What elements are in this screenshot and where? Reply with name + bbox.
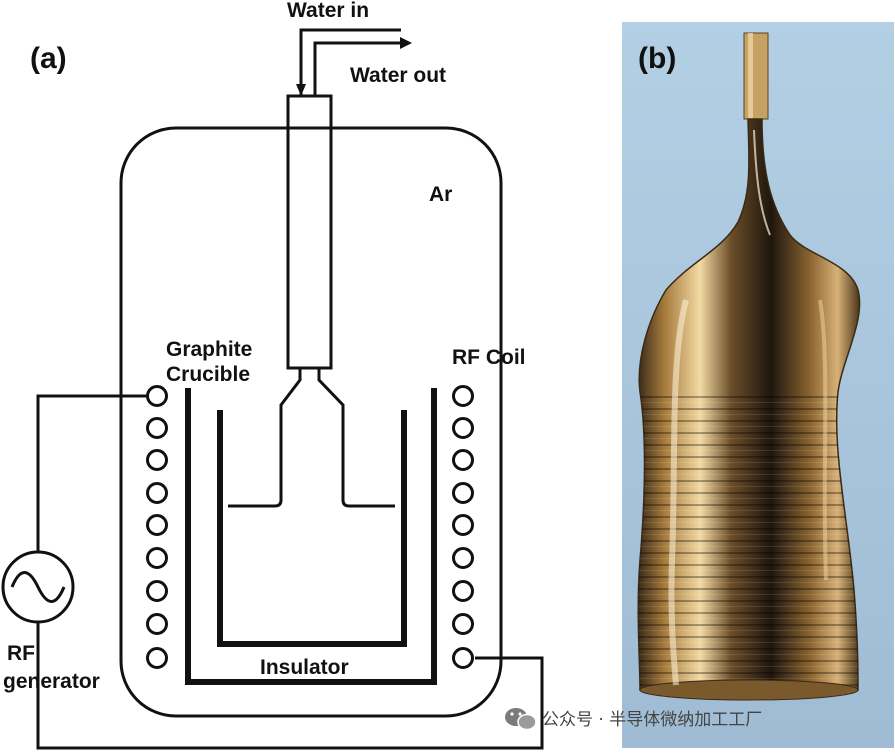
coil-turn (146, 482, 168, 504)
coil-turn (452, 417, 474, 439)
rf-generator-label-line1: RF (7, 642, 35, 665)
rf-generator-label-line2: generator (3, 670, 100, 693)
pull-shaft (286, 94, 333, 370)
rf-lead-top (36, 394, 148, 552)
water-in-pipe (299, 28, 401, 96)
ar-label: Ar (429, 183, 452, 206)
crystal-right-profile (317, 368, 395, 508)
seed-rod (743, 32, 769, 120)
coil-turn (452, 647, 474, 669)
coil-turn (452, 385, 474, 407)
coil-turn (452, 514, 474, 536)
rf-lead-bottom (36, 622, 544, 750)
rf-coil-right (452, 385, 474, 669)
coil-turn (146, 385, 168, 407)
coil-turn (146, 613, 168, 635)
sine-wave-icon (10, 571, 66, 603)
coil-turn (146, 449, 168, 471)
coil-turn (146, 417, 168, 439)
coil-turn (452, 580, 474, 602)
coil-turn (146, 547, 168, 569)
wechat-icon (505, 708, 537, 731)
crucible-label-line2: Crucible (166, 363, 250, 386)
coil-turn (146, 647, 168, 669)
panel-a (1, 28, 544, 750)
crystal-left-profile (228, 368, 302, 508)
growth-striations (638, 392, 858, 690)
rf-coil-left (146, 385, 168, 669)
insulator (185, 388, 437, 685)
insulator-label: Insulator (260, 656, 349, 679)
rf-coil-label: RF Coil (452, 346, 526, 369)
coil-turn (146, 580, 168, 602)
panel-b-photo (622, 22, 894, 748)
water-out-label: Water out (350, 64, 446, 87)
water-out-arrow-icon (400, 37, 412, 49)
watermark-text: 公众号 · 半导体微纳加工工厂 (542, 710, 762, 730)
water-in-arrow-icon (296, 84, 306, 96)
water-in-label: Water in (287, 0, 369, 22)
graphite-crucible (217, 410, 407, 647)
growth-chamber (119, 126, 503, 718)
coil-turn (146, 514, 168, 536)
panel-b-label: (b) (638, 42, 676, 75)
crucible-label-line1: Graphite (166, 338, 252, 361)
panel-a-label: (a) (30, 42, 67, 75)
coil-turn (452, 449, 474, 471)
water-out-pipe (313, 41, 400, 96)
rf-generator-symbol (1, 550, 75, 624)
watermark: 公众号 · 半导体微纳加工工厂 (505, 708, 762, 731)
coil-turn (452, 547, 474, 569)
coil-turn (452, 482, 474, 504)
coil-turn (452, 613, 474, 635)
crystal-base (639, 679, 859, 701)
